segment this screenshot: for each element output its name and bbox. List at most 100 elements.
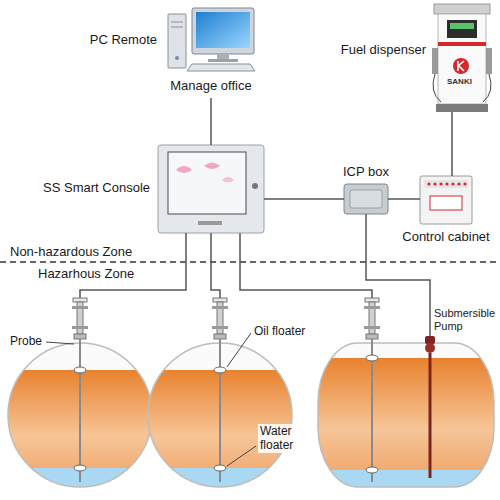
pump-symbol bbox=[429, 353, 432, 478]
probe-symbol bbox=[74, 334, 86, 339]
probe-symbol bbox=[74, 367, 86, 373]
probe-symbol bbox=[214, 367, 226, 373]
tank-wire bbox=[240, 233, 372, 298]
fuel-dispenser-icon bbox=[486, 48, 492, 74]
connector-line bbox=[264, 198, 344, 200]
fuel-dispenser-icon bbox=[432, 4, 492, 112]
node-label: SS Smart Console bbox=[43, 180, 150, 196]
probe-symbol bbox=[213, 298, 227, 302]
leader-line bbox=[46, 342, 74, 344]
probe-symbol bbox=[73, 298, 87, 302]
console-icon bbox=[158, 145, 264, 233]
fuel-dispenser-icon bbox=[447, 20, 477, 38]
fuel-dispenser-icon bbox=[432, 48, 438, 74]
brand-logo-text: SANKI bbox=[447, 77, 472, 87]
leader-line bbox=[227, 446, 256, 466]
fuel-dispenser-icon bbox=[438, 42, 486, 46]
leader-line bbox=[227, 333, 251, 367]
probe-symbol bbox=[214, 465, 226, 471]
console-icon bbox=[158, 145, 264, 233]
control-cabinet-icon bbox=[463, 182, 466, 185]
fuel-dispenser-icon bbox=[436, 104, 488, 112]
tank bbox=[318, 343, 494, 487]
node-label: Manage office bbox=[165, 78, 257, 94]
probe-symbol bbox=[212, 306, 228, 309]
probe-symbol bbox=[364, 326, 380, 329]
part-label: Probe bbox=[10, 334, 42, 348]
tank bbox=[318, 358, 494, 487]
pump-symbol bbox=[425, 336, 435, 478]
console-icon bbox=[168, 152, 246, 214]
fuel-dispenser-icon bbox=[433, 74, 441, 102]
icp-box: ICP box bbox=[344, 184, 388, 214]
pc-workstation: PC RemoteManage office bbox=[165, 4, 257, 98]
control-cabinet: Control cabinet bbox=[420, 176, 472, 224]
computer-icon bbox=[175, 56, 179, 60]
control-cabinet-icon bbox=[445, 182, 448, 185]
probe-symbol bbox=[219, 339, 221, 482]
part-label: Submersible Pump bbox=[434, 307, 496, 333]
computer-icon bbox=[168, 8, 255, 71]
tank bbox=[318, 358, 494, 487]
probe-symbol bbox=[364, 306, 380, 309]
fuel-dispenser-icon bbox=[458, 61, 464, 71]
fuel-dispenser-icon bbox=[450, 23, 474, 29]
control-cabinet-icon bbox=[427, 182, 430, 185]
computer-icon bbox=[208, 59, 238, 62]
control-cabinet-icon bbox=[457, 182, 460, 185]
zone-boundary bbox=[0, 261, 500, 263]
part-label: Oil floater bbox=[254, 324, 305, 338]
probe-symbol bbox=[72, 306, 88, 309]
probe-symbol bbox=[365, 298, 379, 302]
control-cabinet-icon bbox=[451, 182, 454, 185]
control-cabinet-icon bbox=[420, 176, 472, 224]
node-label: Fuel dispenser bbox=[341, 42, 426, 58]
pump-symbol bbox=[425, 336, 435, 344]
icp-box-icon bbox=[350, 190, 382, 208]
console-icon bbox=[252, 183, 258, 189]
icp-box-icon bbox=[344, 184, 388, 214]
computer-icon bbox=[168, 14, 186, 68]
computer-icon bbox=[187, 64, 255, 71]
computer-icon bbox=[171, 27, 183, 28]
control-cabinet-icon bbox=[420, 176, 472, 224]
node-label: Control cabinet bbox=[402, 229, 489, 245]
computer-icon bbox=[217, 54, 229, 59]
leader-line bbox=[46, 333, 256, 466]
console-icon bbox=[204, 163, 220, 170]
console-icon bbox=[222, 177, 234, 183]
control-cabinet-icon bbox=[424, 180, 468, 188]
connector-line bbox=[388, 198, 420, 200]
tank-wire bbox=[80, 233, 186, 298]
fuel-dispenser-icon bbox=[434, 4, 490, 14]
computer-icon bbox=[196, 12, 250, 48]
node-label: ICP box bbox=[343, 164, 389, 180]
probe-symbol bbox=[366, 334, 378, 339]
smart-console: SS Smart Console bbox=[158, 145, 264, 233]
probe-symbol bbox=[72, 326, 88, 329]
fuel-dispenser-icon bbox=[453, 58, 469, 74]
pump-symbol bbox=[425, 343, 435, 353]
probe-symbol bbox=[74, 465, 86, 471]
probe-symbol bbox=[214, 334, 226, 339]
fuel-dispenser-icon bbox=[438, 14, 486, 104]
connector-line bbox=[451, 112, 453, 176]
probe-symbol bbox=[366, 467, 378, 473]
zone-label: Hazarhous Zone bbox=[38, 266, 134, 282]
control-cabinet-icon bbox=[439, 182, 442, 185]
probe-symbol bbox=[366, 355, 378, 361]
fuel-dispenser: Fuel dispenser bbox=[432, 4, 492, 112]
console-icon bbox=[176, 166, 192, 173]
computer-icon bbox=[171, 22, 183, 23]
zone-label: Non-hazardous Zone bbox=[10, 244, 132, 260]
node-label: PC Remote bbox=[90, 32, 157, 48]
console-icon bbox=[198, 221, 222, 225]
probe-symbol bbox=[72, 298, 380, 482]
tank-wire bbox=[211, 233, 220, 298]
control-cabinet-icon bbox=[433, 182, 436, 185]
part-label: Water floater bbox=[258, 424, 314, 453]
computer-icon bbox=[192, 8, 254, 54]
control-cabinet-icon bbox=[430, 196, 462, 210]
probe-symbol bbox=[212, 326, 228, 329]
